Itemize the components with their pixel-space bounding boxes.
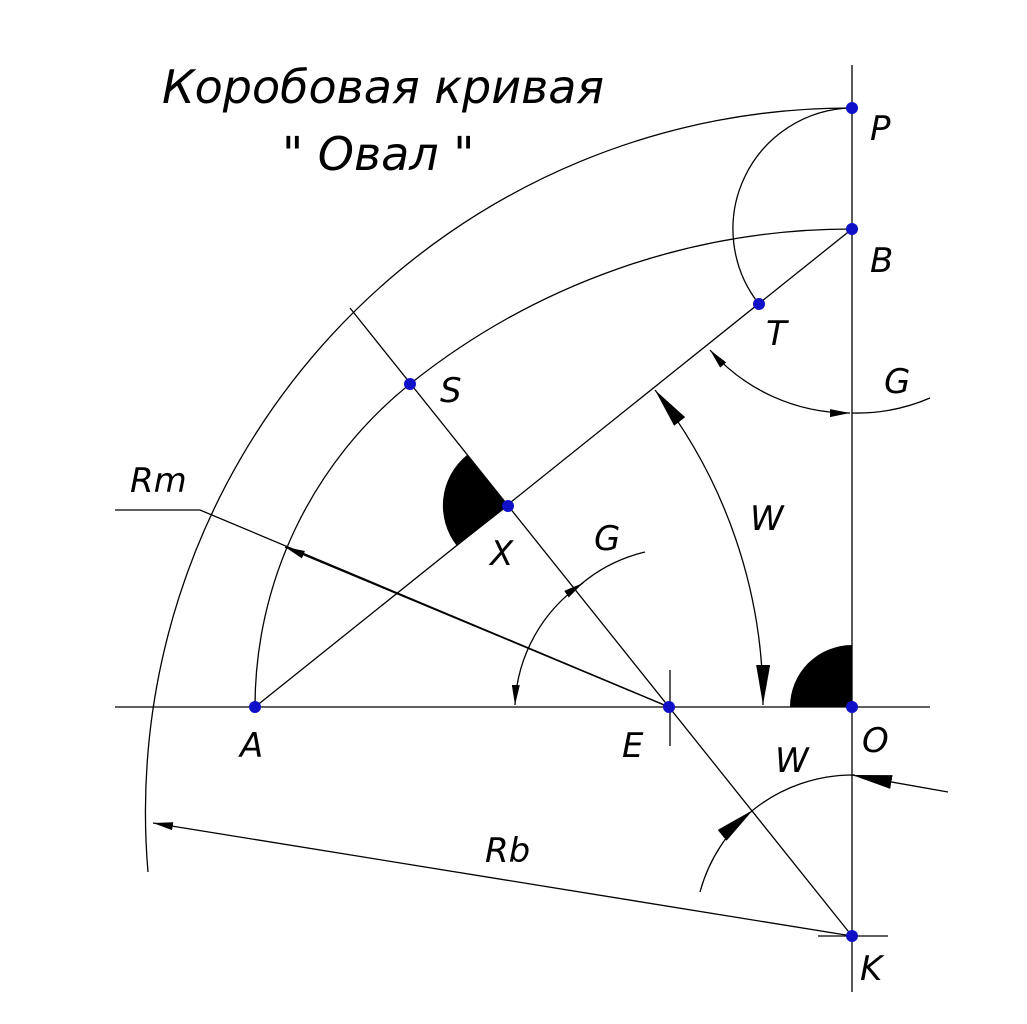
dimension-g-top-ext	[851, 397, 931, 414]
dimension-g-mid-ext	[579, 551, 646, 586]
right-angle-x-icon	[442, 455, 508, 546]
point-a	[249, 701, 261, 713]
label-s: S	[440, 371, 462, 411]
label-w-low: W	[775, 741, 810, 781]
point-t	[753, 298, 765, 310]
outer-arc	[144, 107, 853, 873]
arc-b-s	[409, 228, 853, 385]
title-line-2: " Овал "	[282, 127, 474, 181]
arc-p-t	[732, 107, 853, 305]
label-o: O	[862, 721, 889, 761]
label-x: X	[488, 534, 514, 574]
label-g-mid: G	[594, 519, 620, 559]
point-k	[846, 930, 858, 942]
label-w-mid: W	[750, 499, 785, 539]
label-rm: Rm	[130, 461, 187, 501]
label-k: K	[860, 949, 885, 989]
label-b: B	[870, 241, 893, 281]
label-t: T	[766, 314, 789, 354]
title-line-1: Коробовая кривая	[162, 60, 604, 114]
arc-s-a	[254, 383, 411, 708]
point-s	[404, 378, 416, 390]
label-g-top: G	[884, 362, 910, 402]
dimension-w-low-a	[699, 809, 754, 893]
point-o	[846, 701, 858, 713]
dimension-g-top	[709, 349, 851, 418]
rb-dimension	[152, 822, 853, 937]
label-rb: Rb	[485, 831, 530, 871]
line-ab	[254, 228, 853, 708]
rm-leader	[115, 509, 670, 708]
dimension-w-low-b	[851, 774, 949, 793]
points	[249, 102, 858, 942]
dimension-w-mid	[654, 389, 771, 706]
label-e: E	[622, 726, 644, 766]
point-e	[663, 701, 675, 713]
dimension-g-mid	[511, 582, 584, 706]
dimension-w-low-arc	[752, 774, 856, 811]
label-p: P	[870, 109, 891, 149]
rm-arrow	[284, 546, 670, 708]
point-p	[846, 102, 858, 114]
line-perpendicular-bisector	[349, 307, 853, 937]
point-x	[502, 500, 514, 512]
label-a: A	[238, 726, 263, 766]
right-angle-o-icon	[790, 645, 852, 707]
point-b	[846, 223, 858, 235]
